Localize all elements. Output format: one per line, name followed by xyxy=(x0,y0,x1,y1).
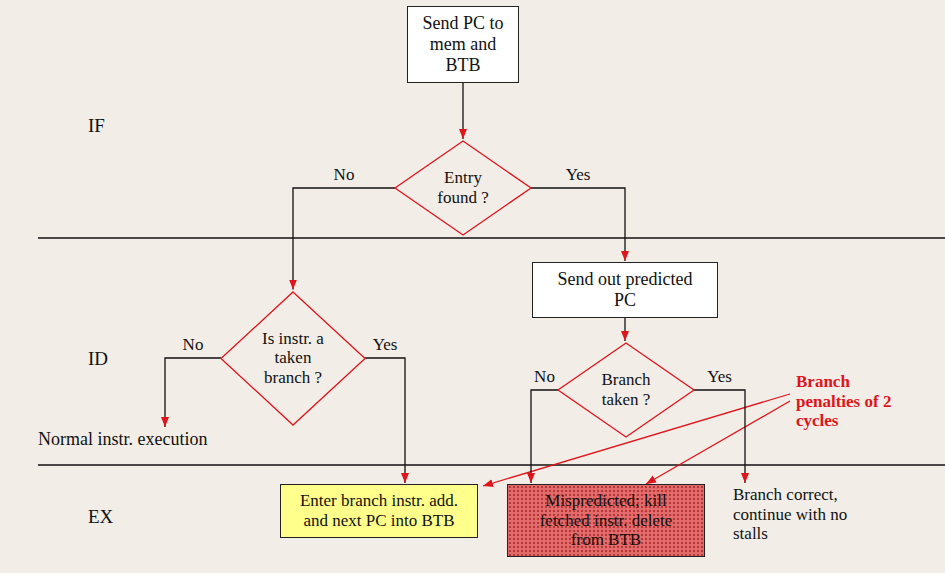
process-box: Enter branch instr. add. and next PC int… xyxy=(280,484,478,538)
flow-arrow xyxy=(462,83,463,139)
node-text: Branch correct, continue with no stalls xyxy=(733,485,858,544)
diamond-shape xyxy=(395,141,531,235)
flow-arrow xyxy=(531,188,625,261)
flow-arrow xyxy=(365,358,405,483)
node-text: Send out predicted PC xyxy=(555,269,695,310)
edge-label: Yes xyxy=(371,336,400,355)
diamond-shape xyxy=(221,292,365,425)
stage-separator xyxy=(38,464,945,465)
edge-label: Yes xyxy=(564,166,593,185)
stage-label: EX xyxy=(88,506,113,528)
node-text: Send PC to mem and BTB xyxy=(415,13,511,75)
process-box: Send out predicted PC xyxy=(532,262,718,318)
decision-diamond: Branch taken ? xyxy=(557,342,695,438)
edge-label: No xyxy=(181,336,206,355)
stage-label: IF xyxy=(88,115,105,137)
decision-diamond: Entry found ? xyxy=(394,140,532,236)
stage-separator xyxy=(38,237,945,238)
node-text: Enter branch instr. add. and next PC int… xyxy=(287,491,471,530)
text-node: Normal instr. execution xyxy=(38,428,308,451)
edge-label: No xyxy=(332,166,357,185)
edge-label: Yes xyxy=(705,368,734,387)
node-text: Mispredicted; kill fetched instr. delete… xyxy=(526,491,686,550)
callout-arrow xyxy=(646,401,790,484)
flow-arrow xyxy=(165,358,221,427)
decision-diamond: Is instr. a taken branch ? xyxy=(220,291,366,426)
diamond-shape xyxy=(558,343,694,437)
process-box: Mispredicted; kill fetched instr. delete… xyxy=(507,484,705,557)
flow-arrow xyxy=(694,390,745,483)
stage-label: ID xyxy=(88,348,108,370)
callout-note: Branch penalties of 2 cycles xyxy=(796,372,904,431)
edge-label: No xyxy=(532,368,557,387)
flow-arrow xyxy=(531,390,558,483)
node-text: Is instr. a taken branch ? xyxy=(261,329,325,388)
node-text: Entry found ? xyxy=(433,168,493,207)
text-node: Branch correct, continue with no stalls xyxy=(733,484,873,545)
process-box: Send PC to mem and BTB xyxy=(407,6,519,83)
node-text: Normal instr. execution xyxy=(38,429,207,450)
flow-arrow xyxy=(293,188,395,290)
node-text: Branch taken ? xyxy=(596,370,656,409)
flow-arrow xyxy=(624,318,625,341)
